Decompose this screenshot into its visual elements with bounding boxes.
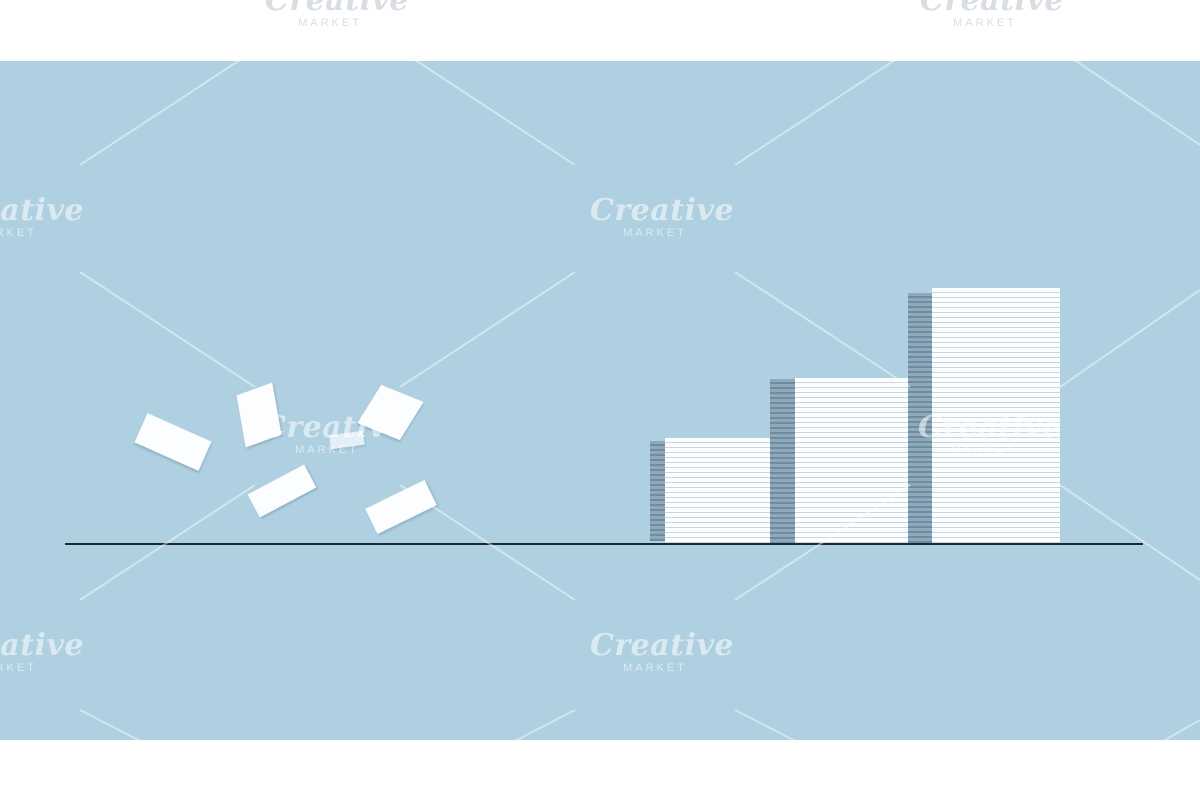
watermark-logo: Creative MARKET bbox=[920, 0, 1064, 29]
watermark-sub-text: MARKET bbox=[953, 17, 1017, 29]
floating-paper bbox=[134, 413, 212, 471]
watermark-brand-text: Creative bbox=[265, 0, 409, 18]
floating-paper bbox=[357, 384, 424, 441]
watermark-brand-text: Creative bbox=[0, 193, 84, 228]
paper-stack-medium bbox=[795, 378, 915, 543]
watermark-logo: Creative MARKET bbox=[590, 628, 734, 674]
paper-stack-short bbox=[665, 438, 790, 543]
watermark-sub-text: MARKET bbox=[623, 662, 687, 674]
watermark-brand-text: Creative bbox=[590, 628, 734, 663]
watermark-sub-text: MARKET bbox=[0, 227, 37, 239]
watermark-brand-text: Creative bbox=[0, 628, 84, 663]
watermark-brand-text: Creative bbox=[920, 0, 1064, 18]
watermark-sub-text: MARKET bbox=[0, 662, 37, 674]
paper-stack-tall bbox=[932, 288, 1060, 543]
watermark-logo: Creative MARKET bbox=[590, 193, 734, 239]
floating-paper bbox=[236, 382, 282, 448]
floating-paper bbox=[247, 464, 317, 518]
watermark-sub-text: MARKET bbox=[623, 227, 687, 239]
watermark-sub-text: MARKET bbox=[298, 17, 362, 29]
watermark-sub-text: MARKET bbox=[295, 444, 359, 456]
illustration-panel: Creative MARKET Creative MARKET Creative… bbox=[0, 61, 1200, 740]
watermark-brand-text: Creative bbox=[590, 193, 734, 228]
watermark-logo: Creative MARKET bbox=[0, 628, 84, 674]
floating-paper bbox=[329, 430, 365, 450]
ground-line bbox=[65, 543, 1143, 545]
watermark-logo: Creative MARKET bbox=[265, 0, 409, 29]
floating-paper bbox=[365, 479, 437, 535]
watermark-logo: Creative MARKET bbox=[0, 193, 84, 239]
